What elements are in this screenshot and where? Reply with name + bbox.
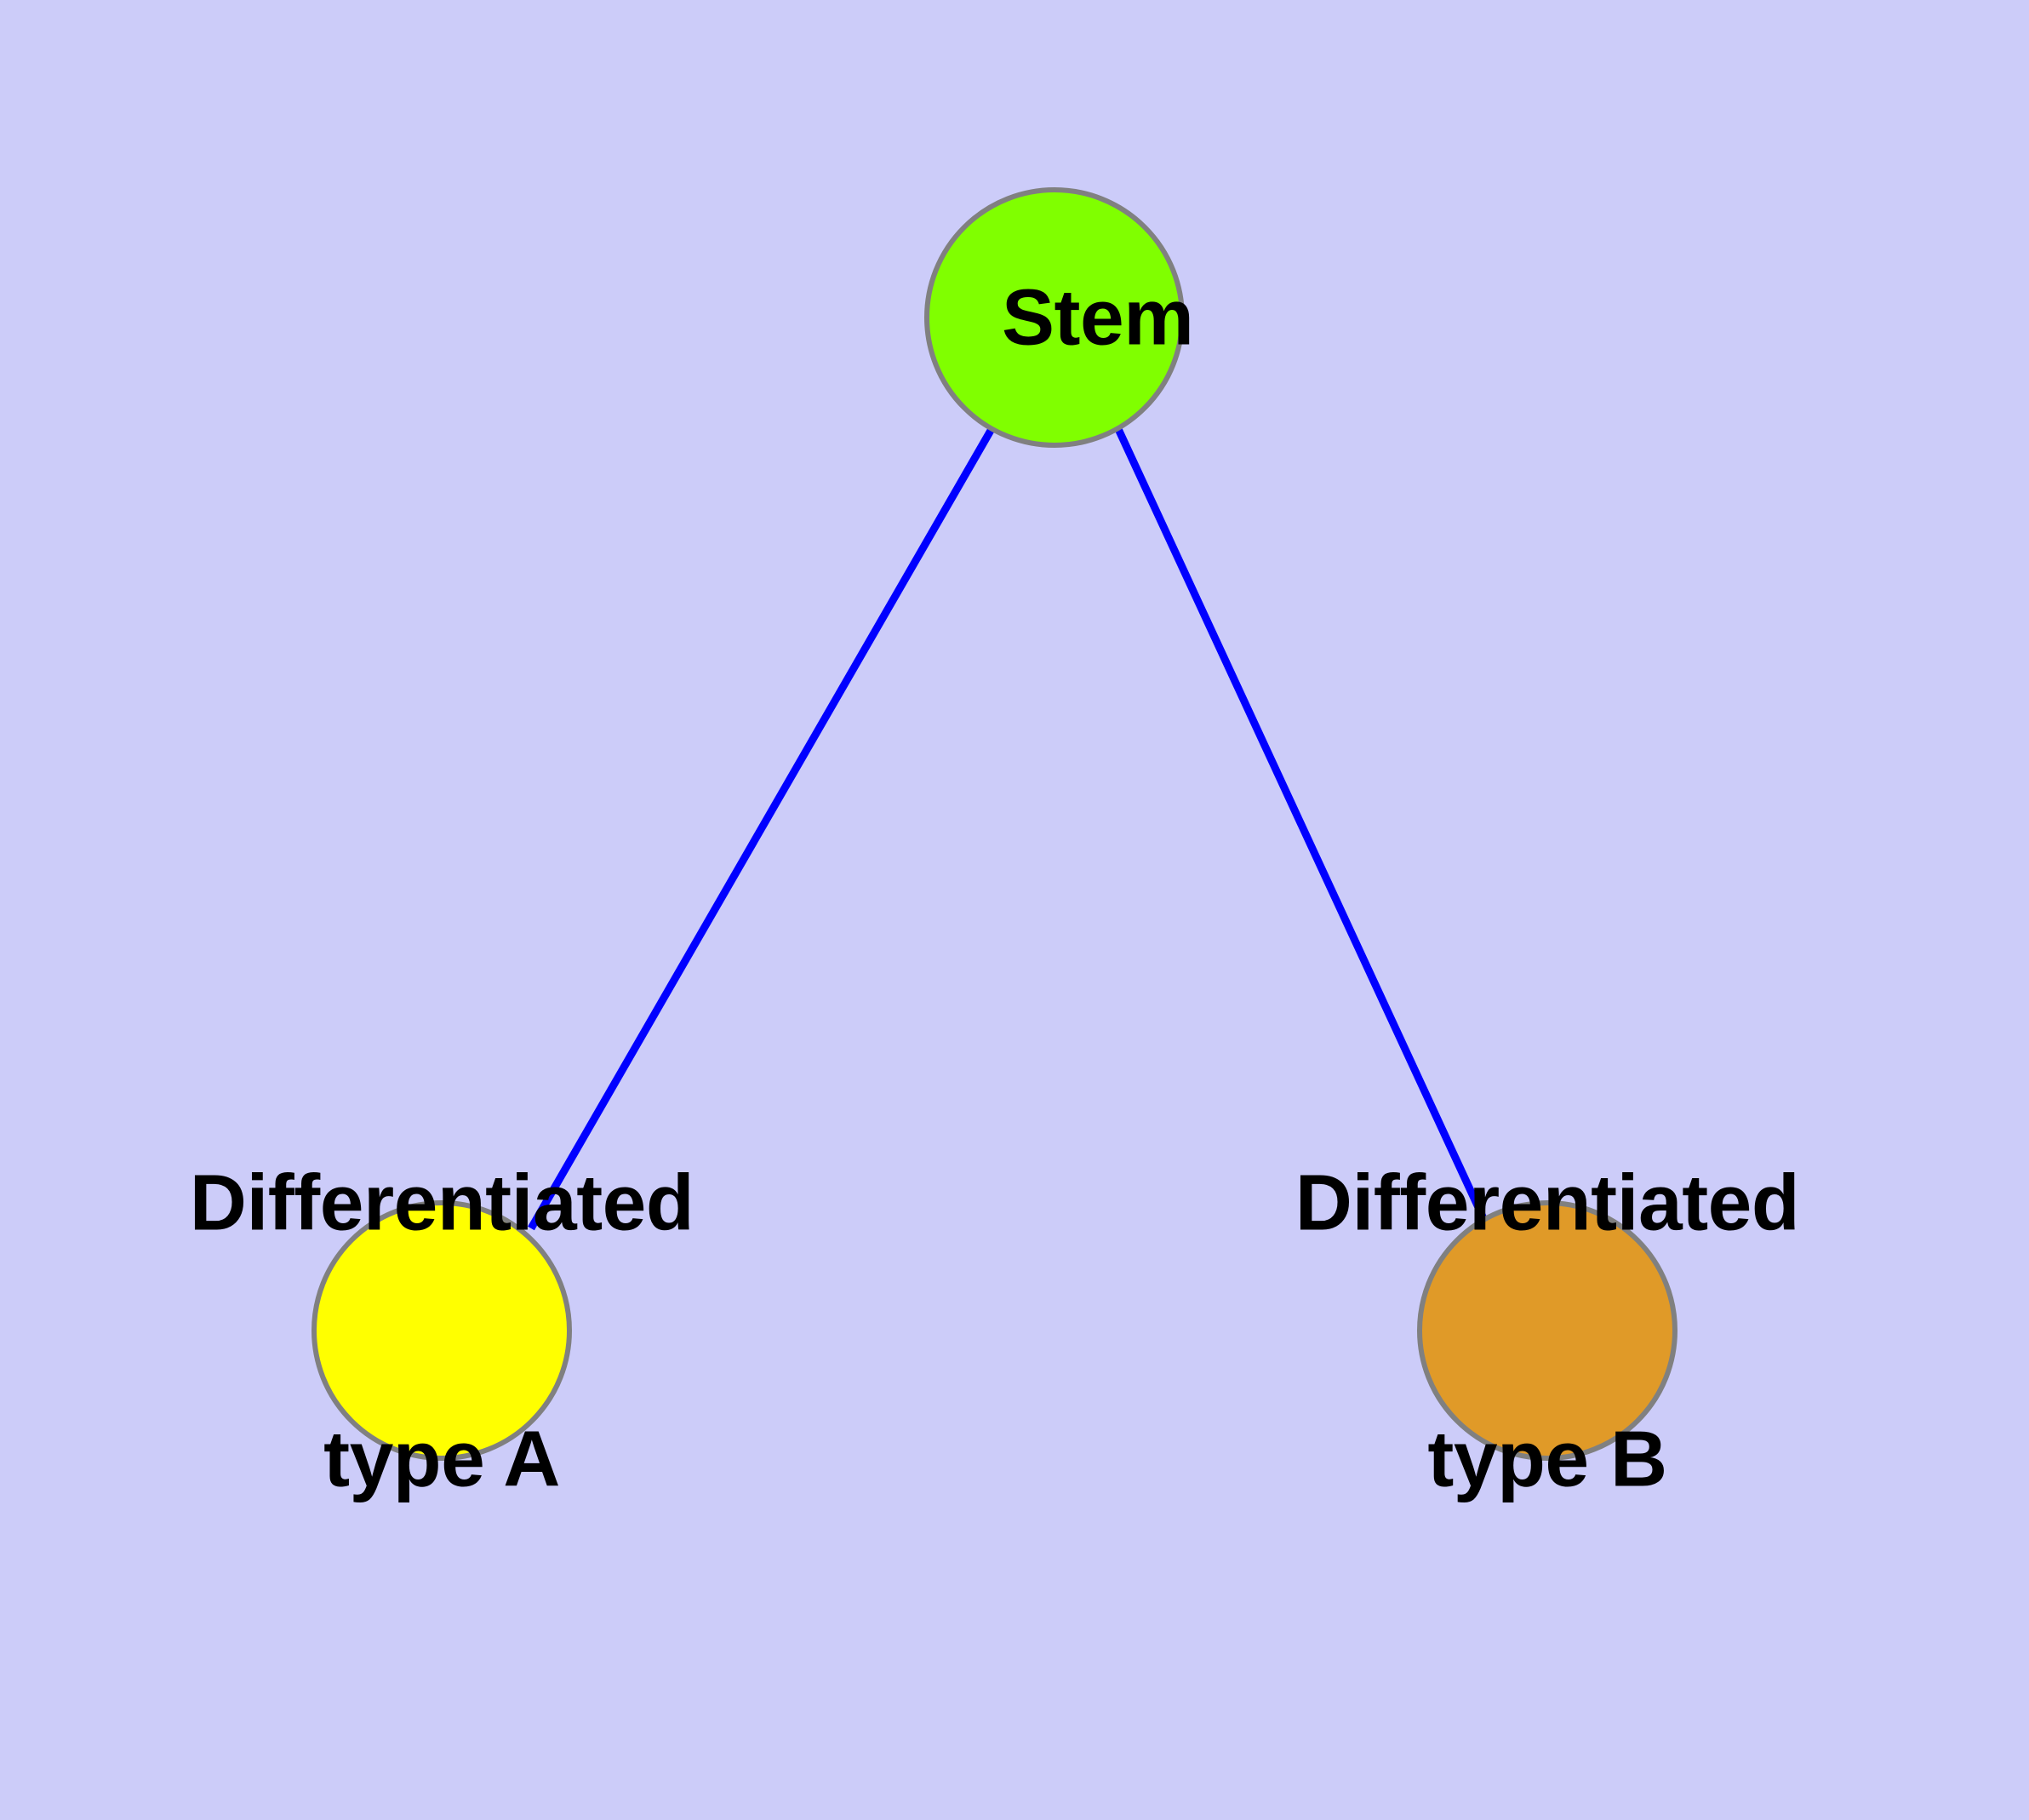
- node-circle-stem[interactable]: [924, 187, 1185, 448]
- node-circle-diff_b[interactable]: [1417, 1200, 1677, 1461]
- node-circle-diff_a[interactable]: [311, 1200, 572, 1461]
- edge-stem-to-diff-b: [1114, 427, 1491, 1228]
- nodes-layer: [311, 187, 1677, 1461]
- edge-stem-to-diff-a: [528, 426, 995, 1231]
- edges-layer: [528, 426, 1491, 1231]
